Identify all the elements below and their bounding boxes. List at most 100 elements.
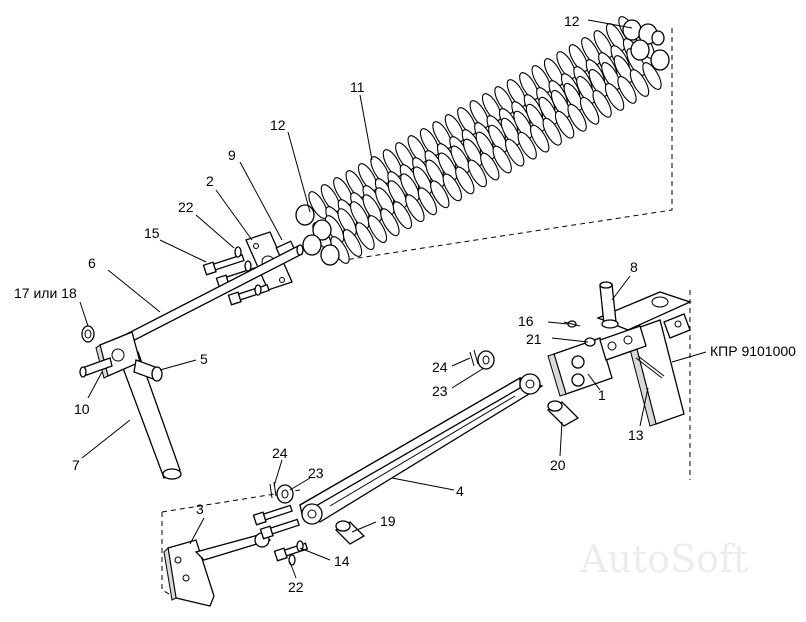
spring-coil	[442, 173, 462, 202]
spring-coil	[642, 62, 662, 90]
callout-14: 14	[334, 553, 350, 569]
callout-22-lower: 22	[288, 579, 304, 595]
callout-7: 7	[72, 457, 80, 473]
leader-lines	[79, 19, 707, 579]
spring-coil	[613, 55, 634, 83]
spring-coil	[355, 222, 375, 250]
callout-16: 16	[518, 313, 534, 329]
spring-coil	[430, 180, 450, 209]
bolts-lower	[252, 504, 309, 566]
pin-19	[334, 520, 366, 545]
callout-10: 10	[74, 401, 90, 417]
lever-tube-7	[79, 331, 182, 480]
spring-coil	[556, 51, 576, 79]
spring-coil	[437, 152, 458, 181]
spring-coil	[481, 93, 502, 121]
spring-coil	[543, 58, 564, 86]
spring-coil	[405, 194, 425, 223]
spring-coil	[419, 128, 440, 156]
callout-6: 6	[88, 255, 96, 271]
spring-coil	[488, 124, 508, 153]
callout-4: 4	[456, 483, 464, 499]
spring-coil	[432, 121, 452, 149]
spring-coil	[604, 83, 625, 111]
spring-coil	[525, 103, 546, 132]
spring-coil	[342, 229, 363, 257]
spring-coil	[382, 149, 403, 177]
small-parts-16-21	[563, 320, 596, 347]
spring-coil	[568, 44, 589, 72]
spring-coil	[455, 166, 475, 195]
callout-19: 19	[380, 513, 396, 529]
spring-caps-upper	[622, 19, 670, 71]
spring-coil	[467, 159, 487, 188]
spring-coil	[444, 114, 465, 142]
spring-coil	[417, 187, 438, 216]
spring-coil	[475, 131, 495, 160]
spring-coil	[513, 110, 533, 139]
bracket-3	[163, 532, 272, 607]
spring-coil	[538, 96, 558, 125]
spring-coil	[517, 131, 537, 160]
callout-21: 21	[526, 331, 542, 347]
spring-coil	[519, 72, 539, 100]
spring-coil	[425, 159, 445, 188]
spring-coil	[500, 117, 521, 146]
callout-23-lower: 23	[308, 465, 324, 481]
washer-upper	[469, 349, 495, 370]
callout-17-or-18: 17 или 18	[14, 285, 77, 301]
clevis-1	[547, 337, 613, 397]
spring-coil	[581, 37, 601, 65]
spring-coil	[563, 82, 583, 111]
spring-coil	[370, 156, 390, 184]
spring-coil	[531, 65, 551, 93]
spring-coil	[629, 69, 650, 97]
spring-coil	[579, 96, 600, 125]
spring-coil	[593, 30, 613, 58]
watermark-text: AutoSoft	[579, 537, 748, 581]
spring-coil	[380, 208, 400, 237]
spring-coil	[450, 145, 470, 174]
spring-coil	[492, 145, 512, 174]
callout-2: 2	[206, 173, 214, 189]
retaining-ring	[81, 325, 95, 343]
callout-9: 9	[228, 147, 236, 163]
washer-lower	[269, 481, 294, 504]
spring-coil	[345, 170, 365, 198]
spring-assembly	[308, 16, 662, 264]
rod-6	[114, 244, 304, 349]
spring-coil	[601, 62, 621, 90]
spring-coil	[457, 107, 477, 135]
spring-coil	[412, 166, 433, 195]
spring-coil	[463, 138, 483, 167]
spring-coil	[395, 142, 415, 170]
callout-12-upper: 12	[564, 13, 580, 29]
callout-13: 13	[628, 427, 644, 443]
callout-24-upper: 24	[432, 359, 448, 375]
spring-coil	[550, 89, 571, 118]
spring-coil	[530, 124, 550, 153]
spring-coil	[542, 117, 562, 146]
callout-5: 5	[200, 351, 208, 367]
spring-coil	[567, 103, 587, 132]
callout-15: 15	[144, 225, 160, 241]
spring-coil	[576, 75, 596, 104]
column-assembly	[596, 281, 692, 427]
callout-3: 3	[196, 501, 204, 517]
spring-coil	[469, 100, 489, 128]
reference-label: КПР 9101000	[710, 343, 796, 359]
spring-coil	[407, 135, 427, 163]
spring-coil	[357, 163, 378, 191]
spring-coil	[480, 152, 500, 181]
spring-coil	[387, 180, 408, 209]
spring-coil	[506, 79, 527, 107]
callout-24-lower: 24	[272, 445, 288, 461]
pin-20	[546, 400, 580, 427]
callout-11: 11	[350, 79, 365, 95]
coil-spring	[308, 16, 638, 219]
spring-coil	[554, 110, 575, 139]
spring-coil	[617, 76, 637, 104]
spring-coil	[505, 138, 525, 167]
callout-labels: 12 11 12 9 2 22 15 6 17 или 18 5 10 7 8 …	[14, 13, 796, 595]
